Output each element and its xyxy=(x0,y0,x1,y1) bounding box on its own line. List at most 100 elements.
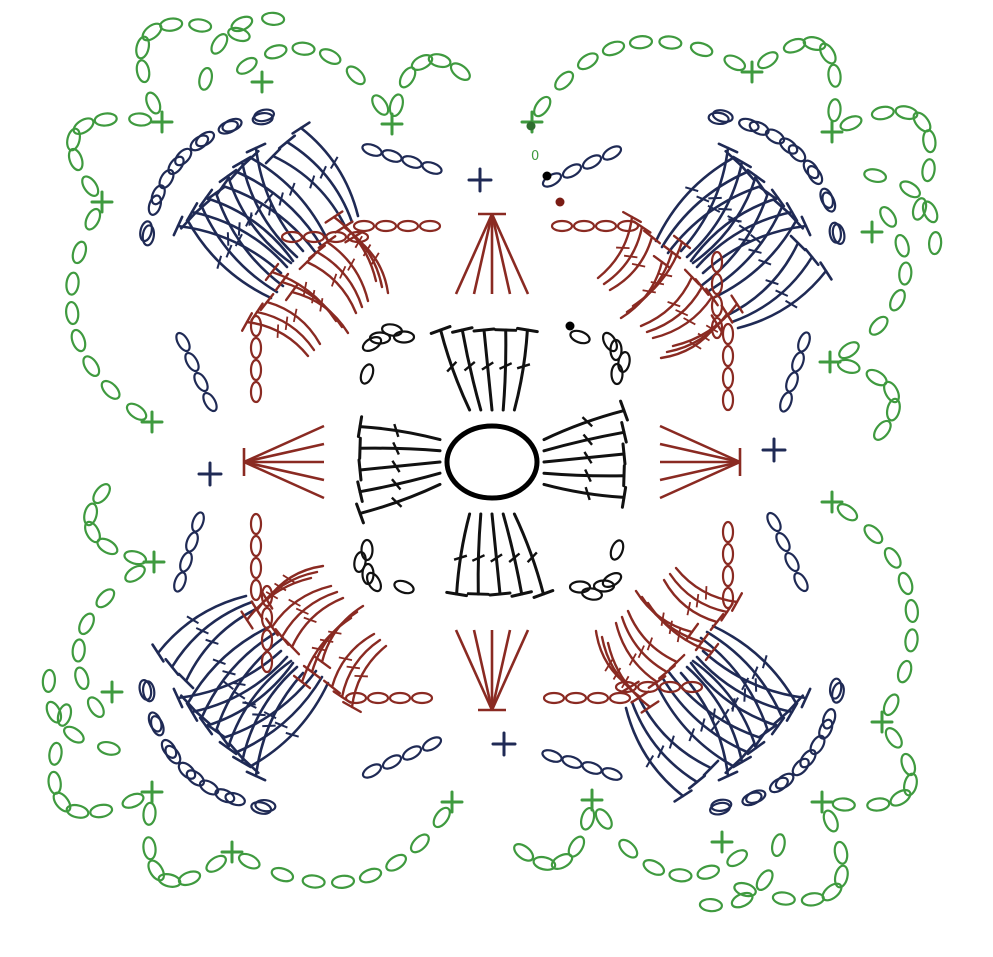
chain-stitch xyxy=(552,221,572,231)
chain-stitch xyxy=(251,558,261,578)
round-2-corner-fans xyxy=(242,198,743,713)
chain-stitch xyxy=(208,31,230,56)
chain-stitch xyxy=(835,501,860,524)
chain-stitch xyxy=(197,67,213,91)
chain-stitch xyxy=(896,571,915,596)
chain-stitch xyxy=(839,113,864,133)
chain-stitch xyxy=(610,693,630,703)
treble-top-bar xyxy=(518,328,538,331)
chain-stitch xyxy=(792,571,811,593)
treble-crochet xyxy=(660,462,740,480)
chain-stitch xyxy=(773,771,796,792)
chain-stitch xyxy=(898,262,912,285)
treble-crochet xyxy=(660,444,740,462)
chain-stitch xyxy=(149,714,166,737)
chain-stitch xyxy=(601,766,623,782)
chain-stitch xyxy=(833,841,849,865)
treble-crochet xyxy=(456,630,492,710)
chain-stitch xyxy=(669,868,692,882)
chain-stitch xyxy=(408,831,432,855)
treble-crochet xyxy=(206,663,293,726)
treble-cross xyxy=(697,594,699,607)
treble-top-bar xyxy=(789,696,803,711)
treble-crochet xyxy=(544,473,624,476)
treble-crochet xyxy=(360,448,440,451)
chain-stitch xyxy=(723,390,733,410)
chain-stitch xyxy=(898,178,923,200)
chain-stitch xyxy=(617,351,631,373)
treble-crochet xyxy=(244,426,324,462)
chain-stitch xyxy=(712,108,734,123)
chain-stitch xyxy=(722,53,747,73)
chain-stitch xyxy=(71,115,96,137)
single-crochet-plus xyxy=(252,72,272,92)
chain-stitch xyxy=(725,847,750,869)
treble-cross xyxy=(296,609,308,614)
chain-stitch xyxy=(596,221,616,231)
chain-stitch xyxy=(263,43,288,61)
chain-stitch xyxy=(70,240,88,265)
chain-stitch xyxy=(302,874,325,889)
single-crochet-plus xyxy=(820,352,840,372)
treble-top-bar xyxy=(623,444,625,464)
chain-stitch xyxy=(318,46,343,67)
chain-stitch xyxy=(708,112,729,125)
treble-top-bar xyxy=(622,488,625,508)
treble-crochet xyxy=(457,514,470,594)
chain-stitch xyxy=(66,147,85,172)
chain-stitch xyxy=(354,221,374,231)
chain-stitch xyxy=(544,693,564,703)
chain-stitch xyxy=(881,692,901,717)
treble-cross xyxy=(347,667,360,669)
chain-stitch xyxy=(877,204,899,229)
treble-top-bar xyxy=(244,151,259,165)
chain-stitch xyxy=(764,127,787,147)
chain-stitch xyxy=(198,778,221,798)
treble-top-bar xyxy=(266,149,280,163)
chain-stitch xyxy=(72,639,86,662)
chain-stitch xyxy=(723,346,733,366)
chain-stitch xyxy=(251,360,261,380)
chain-stitch xyxy=(581,760,603,776)
chain-stitch xyxy=(904,629,919,652)
chain-stitch xyxy=(448,60,473,83)
treble-crochet xyxy=(621,262,662,318)
chain-stitch xyxy=(818,187,835,210)
chain-stitch xyxy=(361,762,383,781)
chain-stitch xyxy=(659,35,682,50)
treble-top-bar xyxy=(704,761,718,775)
chain-stitch xyxy=(828,99,842,122)
chain-stitch xyxy=(730,890,755,910)
treble-crochet xyxy=(691,198,778,261)
treble-crochet xyxy=(484,330,492,410)
chain-stitch xyxy=(251,338,261,358)
treble-cross xyxy=(340,266,345,278)
single-crochet-plus xyxy=(152,112,172,132)
single-crochet-plus xyxy=(102,682,122,702)
chain-stitch xyxy=(888,787,913,809)
treble-cross xyxy=(744,688,745,701)
chain-stitch xyxy=(581,587,603,601)
treble-crochet xyxy=(228,176,291,263)
treble-crochet xyxy=(292,292,348,333)
chain-stitch xyxy=(362,540,373,560)
chain-stitch xyxy=(899,752,918,777)
single-crochet-plus xyxy=(469,169,491,191)
chain-stitch xyxy=(194,129,217,149)
chain-stitch xyxy=(390,693,410,703)
treble-top-bar xyxy=(791,236,805,250)
chain-stitch xyxy=(121,791,146,811)
treble-crochet xyxy=(492,630,528,710)
start-marker-label: 0 xyxy=(531,149,539,164)
chain-stitch xyxy=(817,41,839,66)
slip-stitch-dot xyxy=(527,122,536,131)
treble-cross xyxy=(706,586,707,599)
chain-stitch xyxy=(90,481,113,506)
chain-stitch xyxy=(251,382,261,402)
treble-crochet xyxy=(267,302,320,344)
chain-stitch xyxy=(94,112,117,126)
treble-crochet xyxy=(492,214,510,294)
chain-stitch xyxy=(920,199,940,224)
treble-crochet xyxy=(647,287,702,332)
chain-stitch xyxy=(401,154,423,170)
